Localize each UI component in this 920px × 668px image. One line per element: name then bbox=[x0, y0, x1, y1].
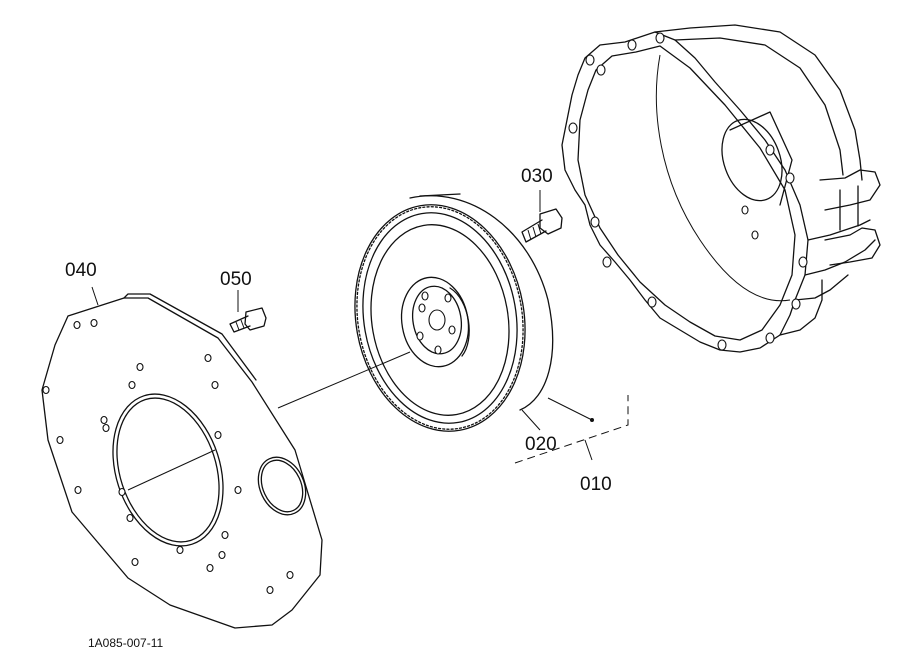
bolt-hole bbox=[218, 550, 226, 560]
flywheel-bolt bbox=[521, 208, 563, 243]
callout-040: 040 bbox=[65, 260, 97, 281]
bolt-hole bbox=[286, 570, 294, 580]
callout-030: 030 bbox=[521, 166, 553, 187]
bolt-hole bbox=[204, 353, 212, 363]
bolt-hole bbox=[221, 530, 229, 540]
bolt-hole bbox=[176, 545, 184, 555]
bolt-hole bbox=[214, 430, 222, 440]
bolt-hole bbox=[42, 385, 50, 395]
figure-reference: 1A085-007-11 bbox=[88, 636, 163, 650]
bolt-hole bbox=[118, 487, 126, 497]
bolt-hole bbox=[136, 362, 144, 372]
bolt-hole bbox=[90, 318, 98, 328]
bolt-hole bbox=[73, 320, 81, 330]
bolt-hole bbox=[102, 423, 110, 433]
bolt-hole bbox=[234, 485, 242, 495]
flywheel bbox=[354, 193, 554, 432]
callout-010: 010 bbox=[580, 474, 612, 495]
bolt-hole bbox=[131, 557, 139, 567]
plate-bolt bbox=[229, 307, 267, 333]
flywheel-housing bbox=[561, 24, 881, 353]
callout-050: 050 bbox=[220, 269, 252, 290]
bolt-hole bbox=[74, 485, 82, 495]
bolt-hole bbox=[126, 513, 134, 523]
bolt-hole bbox=[206, 563, 214, 573]
bolt-hole bbox=[266, 585, 274, 595]
bolt-hole bbox=[100, 415, 108, 425]
callout-020: 020 bbox=[525, 434, 557, 455]
bolt-hole bbox=[56, 435, 64, 445]
plate-bolt-holes bbox=[42, 318, 294, 595]
end-plate bbox=[41, 293, 323, 629]
bolt-hole bbox=[211, 380, 219, 390]
leader-lines bbox=[91, 190, 629, 491]
bolt-hole bbox=[128, 380, 136, 390]
